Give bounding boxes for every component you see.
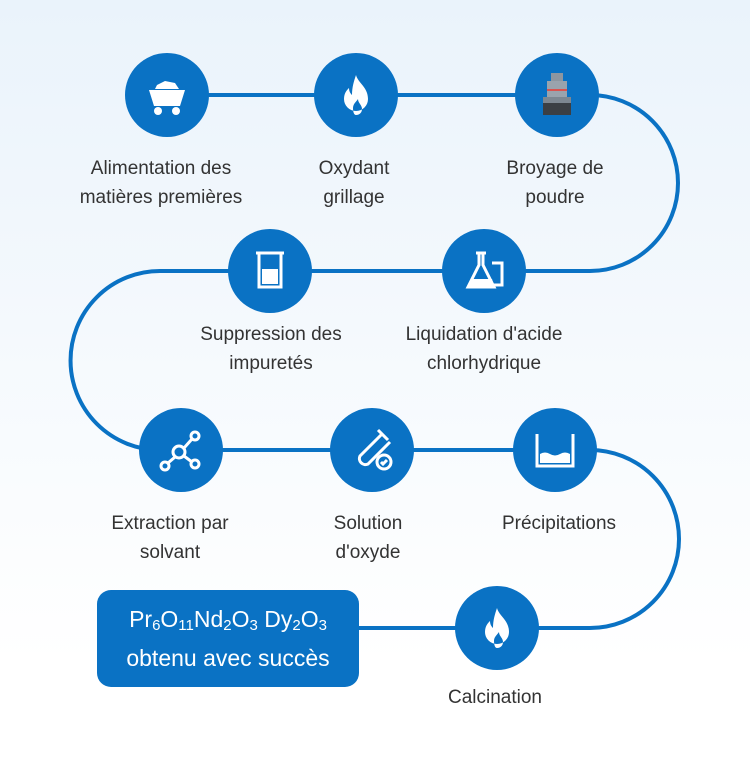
step-label: Suppression des impuretés: [200, 324, 342, 374]
test-tube-icon: [330, 408, 414, 492]
result-formula: Pr6O11Nd2O3 Dy2O3: [129, 605, 327, 634]
mine-cart-icon: [125, 53, 209, 137]
step-label: Solution d'oxyde: [333, 513, 403, 563]
beaker-icon: [228, 229, 312, 313]
step-label: Alimentation des matières premières: [79, 158, 243, 208]
flame-icon: [455, 586, 539, 670]
flask-icon: [442, 229, 526, 313]
step-label: Broyage de poudre: [506, 158, 604, 208]
grinding-mill-icon: [515, 53, 599, 137]
step-label: Liquidation d'acide chlorhydrique: [405, 324, 563, 374]
molecule-icon: [139, 408, 223, 492]
step-label: Extraction par solvant: [111, 513, 229, 563]
container-icon: [513, 408, 597, 492]
flame-icon: [314, 53, 398, 137]
result-box: Pr6O11Nd2O3 Dy2O3 obtenu avec succès: [97, 590, 359, 687]
step-label: Oxydant grillage: [318, 158, 390, 208]
step-label: Calcination: [448, 687, 542, 708]
result-text: obtenu avec succès: [126, 644, 330, 671]
step-label: Précipitations: [501, 513, 617, 534]
